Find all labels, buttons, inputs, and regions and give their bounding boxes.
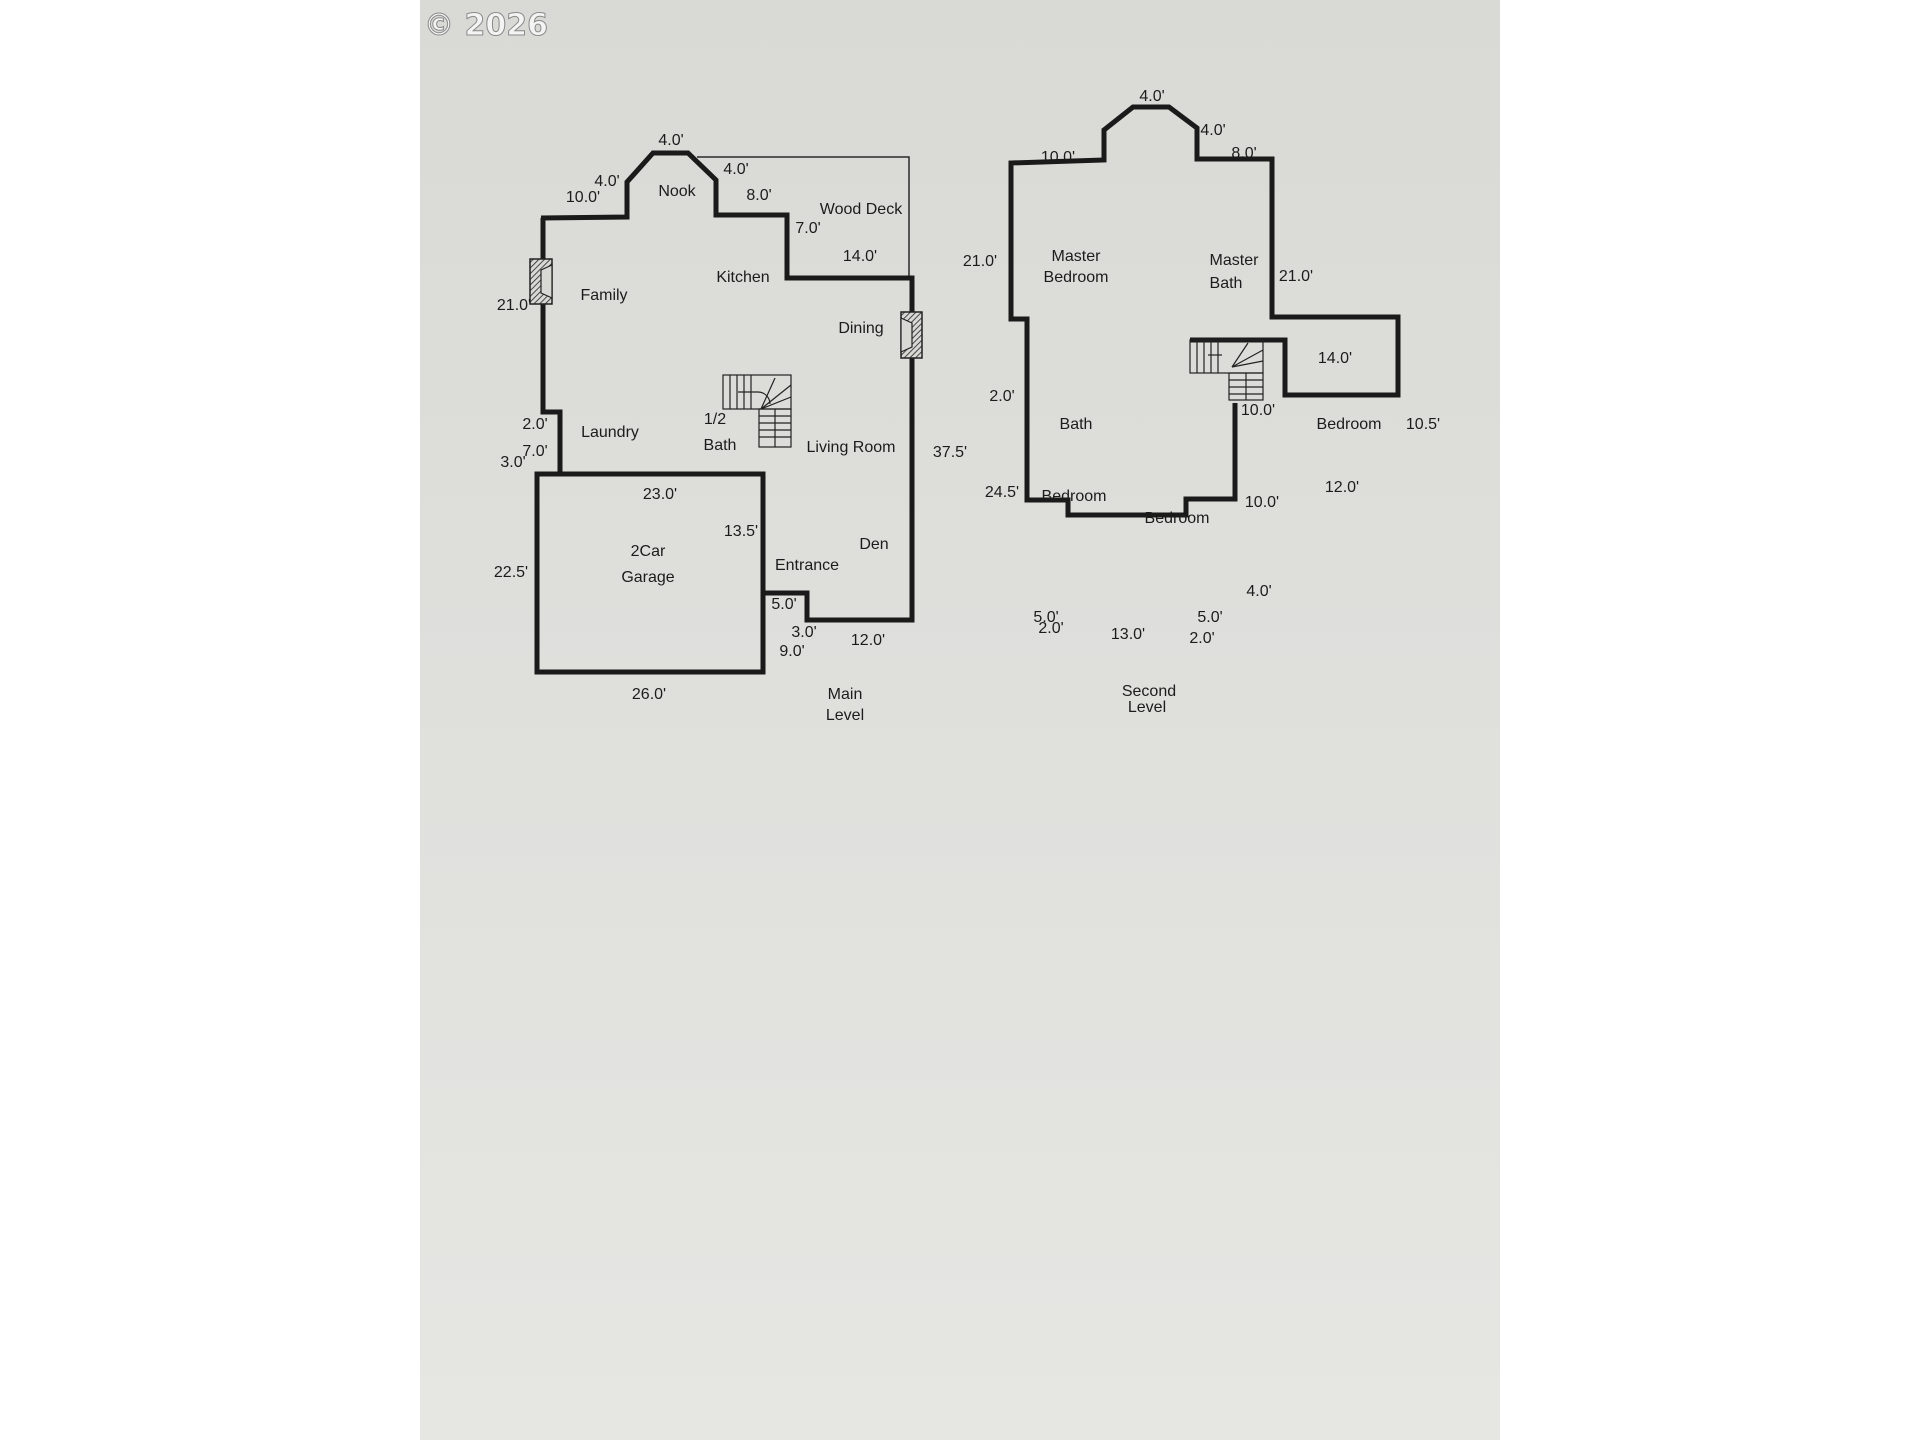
dimension-label: 4.0' xyxy=(723,161,748,178)
dimension-label: 22.5' xyxy=(494,564,528,581)
room-label: Entrance xyxy=(775,557,839,574)
second-level-plan xyxy=(1008,104,1401,518)
room-label: Garage xyxy=(621,569,674,586)
room-label: Bedroom xyxy=(1042,488,1107,505)
room-label: Bath xyxy=(704,437,737,454)
dimension-label: 24.5' xyxy=(985,484,1019,501)
room-label: Laundry xyxy=(581,424,639,441)
room-label: 1/2 xyxy=(704,411,726,428)
staircase-icon xyxy=(722,374,792,448)
dimension-label: 3.0' xyxy=(791,624,816,641)
dimension-label: 4.0' xyxy=(1246,583,1271,600)
level-title: Level xyxy=(1128,699,1166,716)
dimension-label: 2.0' xyxy=(522,416,547,433)
main-level-walls xyxy=(534,150,915,675)
dimension-label: 12.0' xyxy=(1325,479,1359,496)
fireplace-icon xyxy=(529,258,553,305)
dimension-label: 10.0' xyxy=(1041,149,1075,166)
room-label: Bedroom xyxy=(1317,416,1382,433)
dimension-label: 5.0' xyxy=(771,596,796,613)
main-level-plan xyxy=(529,150,923,675)
dimension-label: 26.0' xyxy=(632,686,666,703)
dimension-label: 8.0' xyxy=(1231,145,1256,162)
dimension-label: 7.0' xyxy=(795,220,820,237)
level-title: Second xyxy=(1122,683,1176,700)
dimension-label: 37.5' xyxy=(933,444,967,461)
dimension-label: 10.0' xyxy=(1241,402,1275,419)
room-label: Master xyxy=(1210,252,1260,269)
dimension-label: 7.0' xyxy=(522,443,547,460)
dimension-label: 9.0' xyxy=(779,643,804,660)
staircase-icon xyxy=(1189,339,1264,401)
room-label: Wood Deck xyxy=(820,201,903,218)
floor-plan-paper xyxy=(420,0,1500,1440)
dimension-label: 10.5' xyxy=(1406,416,1440,433)
dimension-label: 5.0' xyxy=(1033,609,1058,626)
dimension-label: 8.0' xyxy=(746,187,771,204)
main-level-labels: Nook Wood Deck Kitchen Family Dining Lau… xyxy=(494,132,967,724)
room-label: Bedroom xyxy=(1145,510,1210,527)
room-label: Bath xyxy=(1060,416,1093,433)
dimension-label: 3.0' xyxy=(500,454,525,471)
room-label: Living Room xyxy=(807,439,896,456)
dimension-label: 23.0' xyxy=(643,486,677,503)
dimension-label: 21.0' xyxy=(1279,268,1313,285)
level-title: Main xyxy=(828,686,863,703)
room-label: Nook xyxy=(658,183,696,200)
room-label: Kitchen xyxy=(716,269,769,286)
room-label: Family xyxy=(580,287,627,304)
fireplace-icon xyxy=(900,311,923,359)
dimension-label: 4.0' xyxy=(594,173,619,190)
dimension-label: 4.0' xyxy=(658,132,683,149)
level-title: Level xyxy=(826,707,864,724)
dimension-label: 2.0' xyxy=(1038,620,1063,637)
second-level-walls xyxy=(1008,104,1401,518)
dimension-label: 2.0' xyxy=(989,388,1014,405)
dimension-label: 10.0' xyxy=(566,189,600,206)
dimension-label: 4.0' xyxy=(1200,122,1225,139)
room-label: Dining xyxy=(838,320,883,337)
room-label: 2Car xyxy=(631,543,666,560)
dimension-label: 14.0' xyxy=(1318,350,1352,367)
second-level-labels: Master Bedroom Master Bath Bath Bedroom … xyxy=(963,88,1440,716)
dimension-label: 2.0' xyxy=(1189,630,1214,647)
room-label: Bedroom xyxy=(1044,269,1109,286)
room-label: Bath xyxy=(1210,275,1243,292)
dimension-label: 13.5' xyxy=(724,523,758,540)
dimension-label: 13.0' xyxy=(1111,626,1145,643)
wood-deck-outline xyxy=(697,156,910,278)
copyright-watermark: © 2026 xyxy=(424,8,548,43)
dimension-label: 12.0' xyxy=(851,632,885,649)
garage-walls xyxy=(560,471,766,593)
dimension-label: 5.0' xyxy=(1197,609,1222,626)
dimension-label: 4.0' xyxy=(1139,88,1164,105)
dimension-label: 10.0' xyxy=(1245,494,1279,511)
room-label: Den xyxy=(859,536,888,553)
dimension-label: 21.0' xyxy=(963,253,997,270)
room-label: Master xyxy=(1052,248,1102,265)
dimension-label: 14.0' xyxy=(843,248,877,265)
dimension-label: 21.0' xyxy=(497,297,531,314)
